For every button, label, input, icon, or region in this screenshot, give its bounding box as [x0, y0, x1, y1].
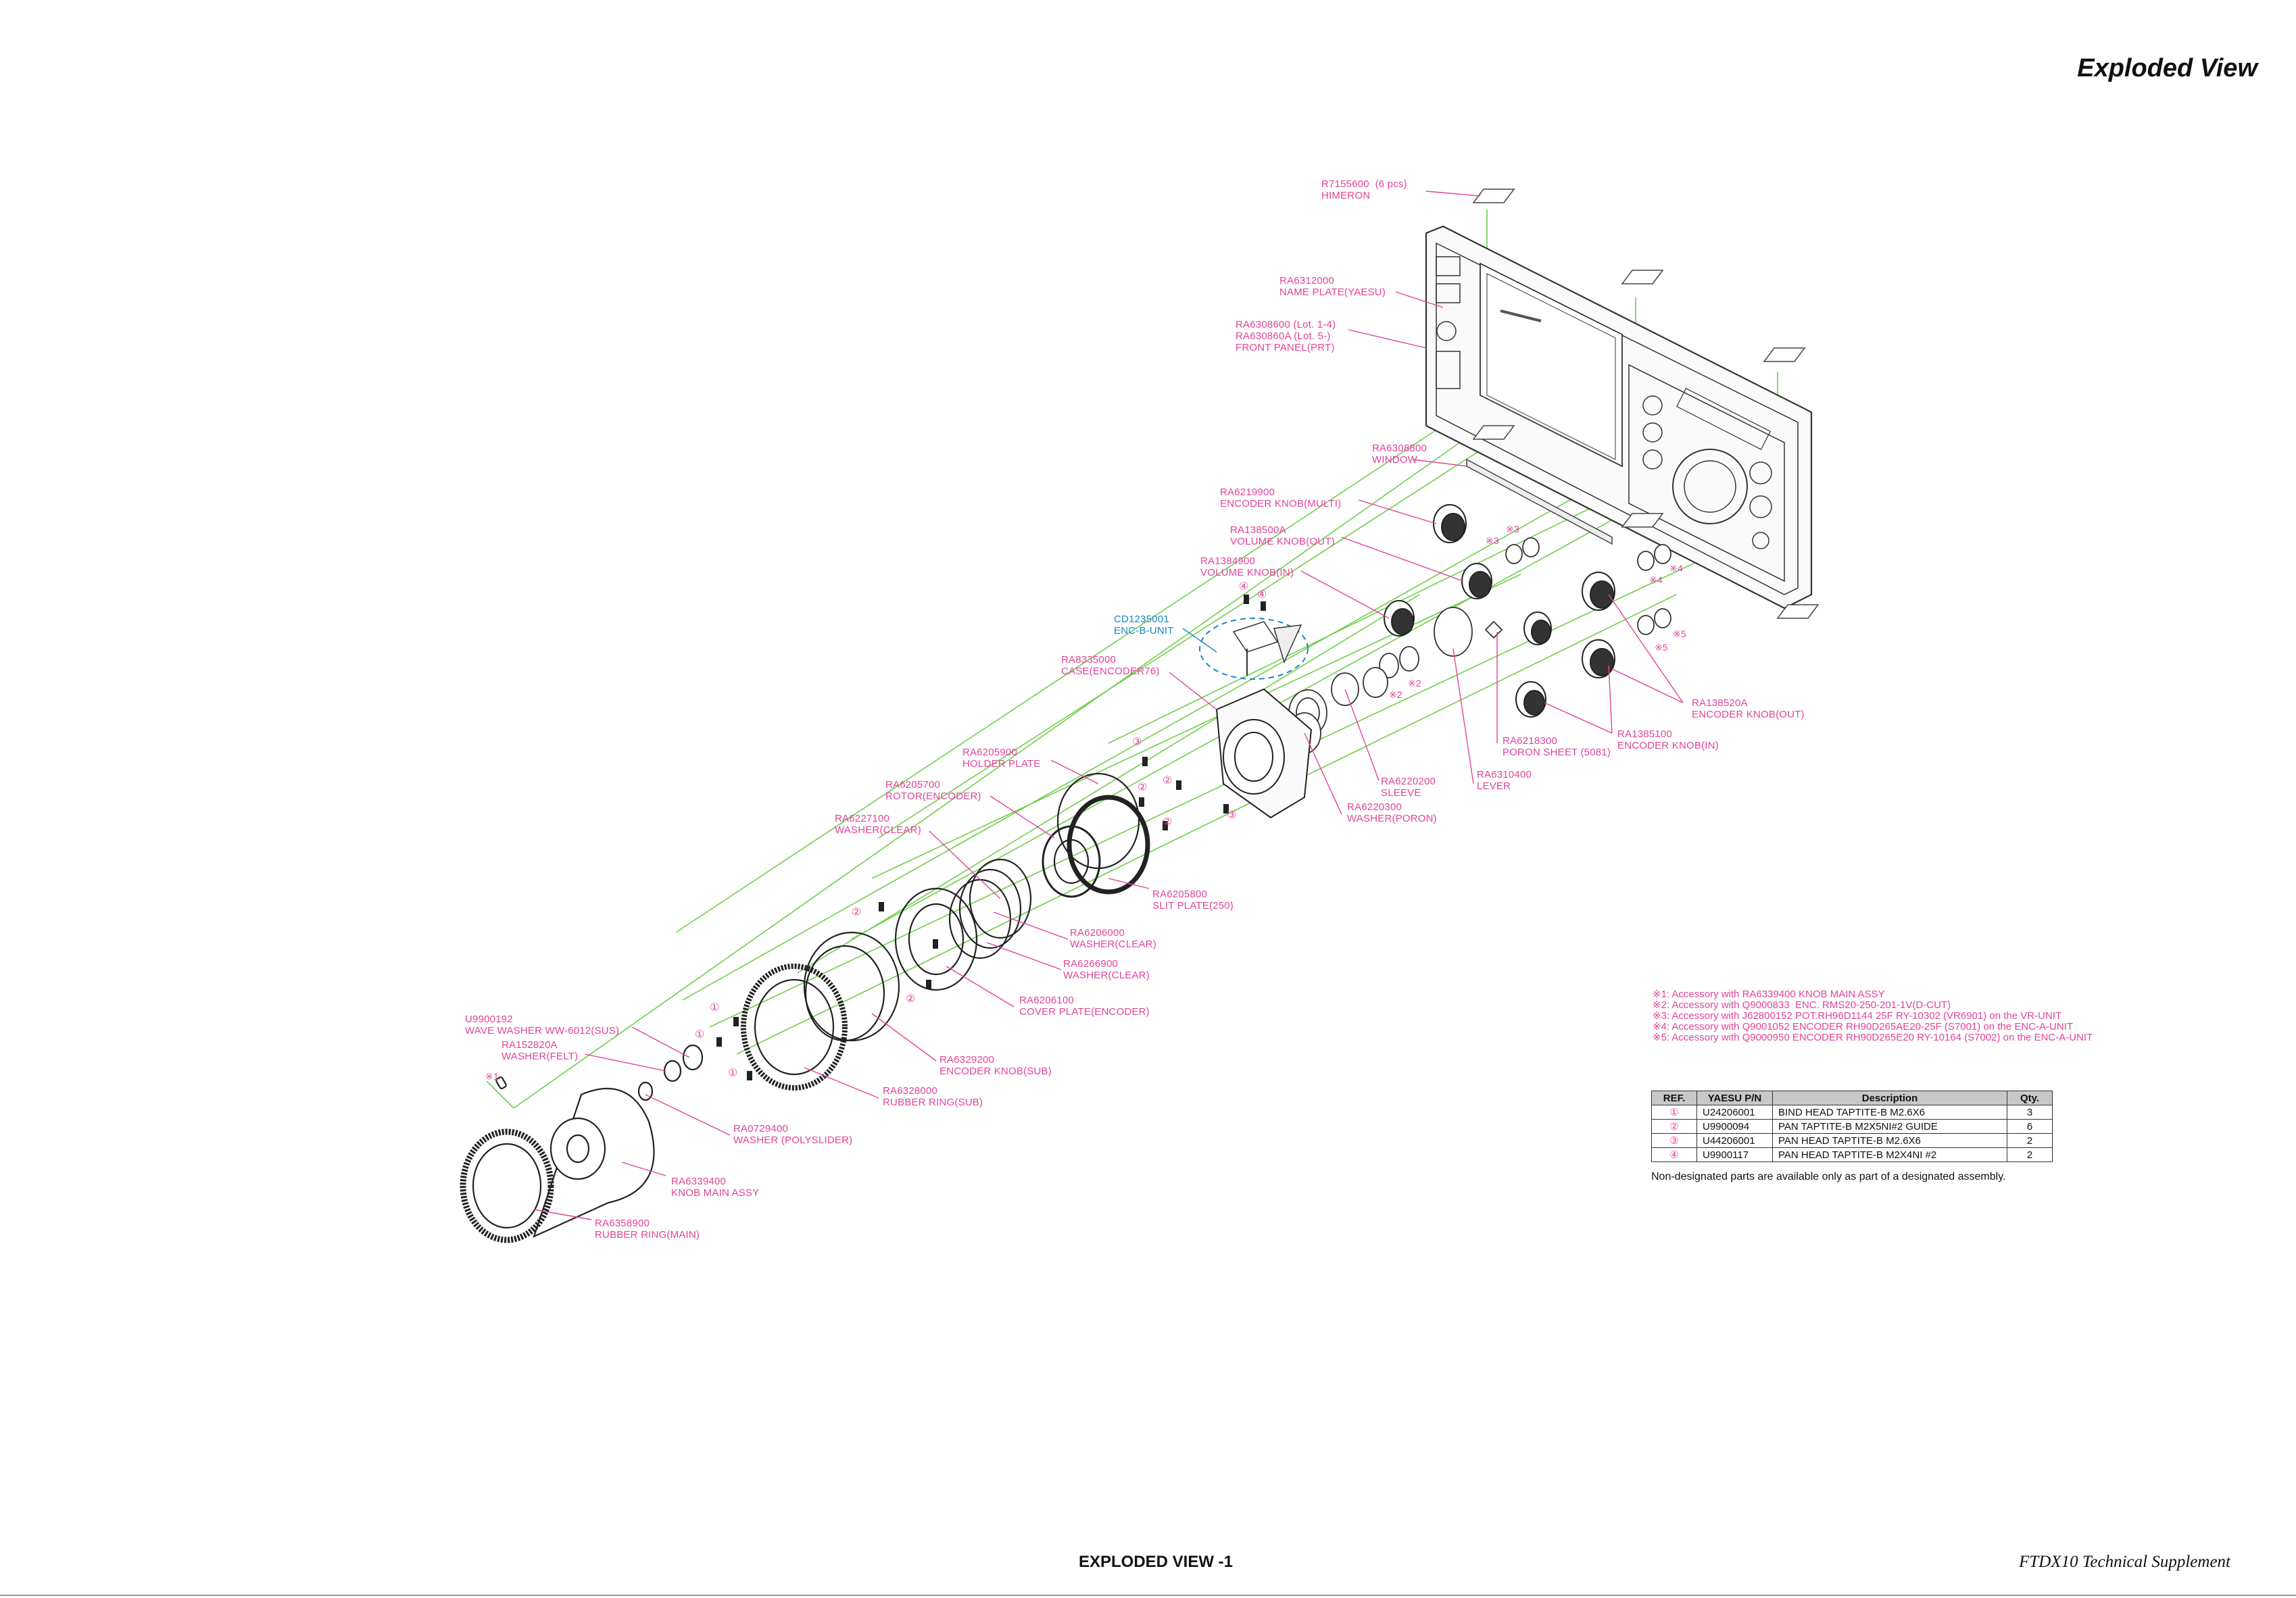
- cell-ref: ②: [1651, 1119, 1697, 1134]
- small-knobs: [1384, 504, 1615, 718]
- non-designated-note: Non-designated parts are available only …: [1651, 1171, 2006, 1182]
- callout-ref-4b: ④: [1257, 589, 1267, 601]
- label-himeron: R7155600 (6 pcs)HIMERON: [1321, 178, 1407, 201]
- footer-document-title: FTDX10 Technical Supplement: [2019, 1553, 2230, 1571]
- callout-ref-3a: ③: [1132, 736, 1142, 748]
- callout-ref-2d: ②: [852, 907, 862, 918]
- cell-description: PAN HEAD TAPTITE-B M2.6X6: [1772, 1133, 2007, 1148]
- note-marker-5a: ※5: [1673, 628, 1686, 639]
- main-knob-drawing: [460, 1076, 655, 1243]
- cell-ref: ④: [1651, 1147, 1697, 1162]
- cell-qty: 6: [2007, 1119, 2053, 1134]
- footer-page-label: EXPLODED VIEW -1: [1078, 1553, 1234, 1571]
- col-description: Description: [1772, 1091, 2007, 1105]
- callout-ref-1b: ①: [695, 1029, 705, 1041]
- cell-qty: 2: [2007, 1147, 2053, 1162]
- window-strip: [1466, 458, 1613, 545]
- callout-ref-1c: ①: [728, 1068, 738, 1079]
- cell-description: PAN TAPTITE-B M2X5NI#2 GUIDE: [1772, 1119, 2007, 1134]
- label-front-panel: RA6308600 (Lot. 1-4)RA630860A (Lot. 5-)F…: [1236, 319, 1336, 353]
- note-marker-3b: ※3: [1486, 535, 1499, 546]
- screws: [716, 595, 1266, 1080]
- cell-qty: 3: [2007, 1105, 2053, 1120]
- note-line: ※1: Accessory with RA6339400 KNOB MAIN A…: [1653, 989, 1885, 1000]
- callout-ref-2c: ②: [1163, 816, 1173, 828]
- table-row: ② U9900094 PAN TAPTITE-B M2X5NI#2 GUIDE …: [1651, 1119, 2053, 1134]
- col-ref: REF.: [1651, 1091, 1697, 1105]
- note-line: ※3: Accessory with J62800152 POT.RH96D11…: [1653, 1010, 2062, 1022]
- table-header-row: REF. YAESU P/N Description Qty.: [1651, 1091, 2053, 1105]
- note-line: ※5: Accessory with Q9000950 ENCODER RH90…: [1653, 1032, 2093, 1043]
- note-marker-2b: ※2: [1389, 689, 1402, 700]
- note-marker-3a: ※3: [1506, 524, 1519, 534]
- col-part-number: YAESU P/N: [1696, 1091, 1773, 1105]
- callout-ref-1a: ①: [710, 1002, 720, 1014]
- cell-part-number: U9900094: [1696, 1119, 1773, 1134]
- table-row: ④ U9900117 PAN HEAD TAPTITE-B M2X4NI #2 …: [1651, 1147, 2053, 1162]
- enc-b-unit-drawing: [1199, 618, 1309, 680]
- parts-table: REF. YAESU P/N Description Qty. ① U24206…: [1651, 1091, 2053, 1162]
- callout-ref-3b: ③: [1227, 809, 1237, 821]
- note-marker-2a: ※2: [1408, 678, 1421, 689]
- table-row: ③ U44206001 PAN HEAD TAPTITE-B M2.6X6 2: [1651, 1133, 2053, 1148]
- leader-lines: [533, 191, 1684, 1220]
- cell-part-number: U44206001: [1696, 1133, 1773, 1148]
- cell-ref: ①: [1651, 1105, 1697, 1120]
- cell-description: PAN HEAD TAPTITE-B M2X4NI #2: [1772, 1147, 2007, 1162]
- page-title: Exploded View: [2077, 54, 2257, 82]
- cell-part-number: U24206001: [1696, 1105, 1773, 1120]
- note-line: ※2: Accessory with Q9000833 ENC. RMS20-2…: [1653, 999, 1951, 1011]
- callout-ref-4a: ④: [1239, 581, 1249, 593]
- note-marker-4b: ※4: [1649, 574, 1663, 585]
- col-qty: Qty.: [2007, 1091, 2053, 1105]
- callout-ref-2e: ②: [906, 993, 916, 1005]
- cell-qty: 2: [2007, 1133, 2053, 1148]
- cell-description: BIND HEAD TAPTITE-B M2.6X6: [1772, 1105, 2007, 1120]
- note-marker-1: ※1: [485, 1071, 499, 1082]
- himeron-pads: [1472, 189, 1819, 619]
- front-panel-drawing: [1425, 225, 1813, 609]
- callout-ref-2a: ②: [1138, 782, 1148, 793]
- note-marker-4a: ※4: [1669, 563, 1683, 574]
- callout-ref-2b: ②: [1163, 775, 1173, 786]
- note-marker-5b: ※5: [1655, 642, 1668, 653]
- accessory-notes: ※1: Accessory with RA6339400 KNOB MAIN A…: [1653, 989, 2093, 1043]
- bottom-rule: [0, 1595, 2296, 1596]
- encoder-case-drawing: [1215, 688, 1313, 819]
- cell-ref: ③: [1651, 1133, 1697, 1148]
- cell-part-number: U9900117: [1696, 1147, 1773, 1162]
- note-line: ※4: Accessory with Q9001052 ENCODER RH90…: [1653, 1021, 2073, 1032]
- table-row: ① U24206001 BIND HEAD TAPTITE-B M2.6X6 3: [1651, 1105, 2053, 1120]
